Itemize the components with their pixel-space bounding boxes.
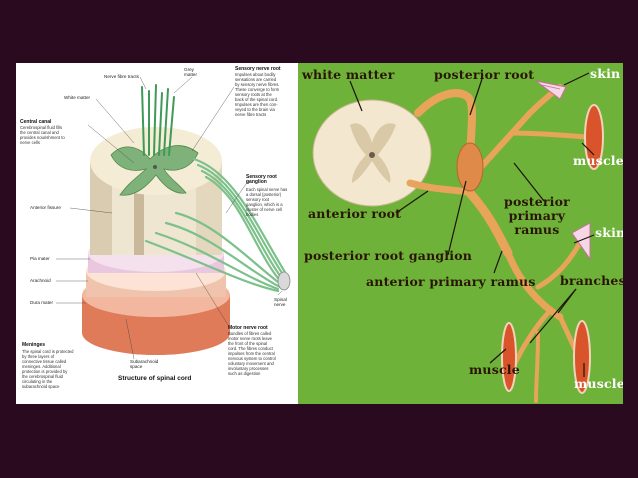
label-posterior-root: posterior root — [434, 67, 535, 82]
label-motor-nerve-root-body: Bundles of fibres called motor nerve roo… — [228, 331, 276, 376]
label-branches: branches — [560, 273, 623, 288]
spinal-cord-structure-diagram: Nerve fibre tracts Grey matter White mat… — [16, 63, 298, 404]
label-skin-top: skin — [590, 66, 621, 81]
label-meninges-body: The spinal cord is protected by three la… — [22, 349, 74, 389]
label-central-canal-body: Cerebrospinal fluid fills the central ca… — [20, 125, 65, 145]
label-nerve-fibre-tracts: Nerve fibre tracts — [104, 74, 139, 79]
label-sensory-root-ganglion-title: Sensory root ganglion — [246, 174, 277, 186]
label-grey-matter: Grey matter — [184, 67, 198, 78]
label-central-canal-title: Central canal — [20, 119, 52, 125]
label-posterior-primary-ramus: posterior primary ramus — [504, 194, 570, 237]
label-muscle-bottom-left: muscle — [469, 362, 520, 377]
spinal-nerve-illustration — [312, 72, 604, 403]
label-motor-nerve-root-title: Motor nerve root — [228, 325, 268, 331]
label-anterior-primary-ramus: anterior primary ramus — [366, 274, 536, 289]
diagram-caption: Structure of spinal cord — [118, 375, 192, 382]
spinal-nerve-branches-diagram: white matter posterior root skin muscle … — [298, 63, 623, 404]
spinal-cord-illustration — [56, 76, 291, 360]
label-anterior-fissure: Anterior fissure — [30, 205, 61, 210]
label-skin-mid: skin — [595, 225, 623, 240]
label-muscle-bottom-right: muscle — [574, 376, 623, 391]
label-white-matter: white matter — [302, 67, 395, 82]
label-subarachnoid-space: Subarachnoid space — [130, 359, 159, 370]
label-meninges-title: Meninges — [22, 342, 46, 348]
label-dura-mater: Dura mater — [30, 300, 53, 305]
label-sensory-nerve-root-title: Sensory nerve root — [235, 66, 281, 72]
label-posterior-root-ganglion: posterior root ganglion — [304, 248, 473, 263]
label-arachnoid: Arachnoid — [30, 278, 51, 283]
label-sensory-root-ganglion-body: Each spinal nerve has a dorsal (posterio… — [246, 187, 288, 217]
label-white-matter: White matter — [64, 95, 91, 100]
label-pia-mater: Pia mater — [30, 256, 50, 261]
label-anterior-root: anterior root — [308, 206, 402, 221]
label-spinal-nerve: Spinal nerve — [274, 297, 287, 308]
label-sensory-nerve-root-body: Impulses about bodily sensations are car… — [235, 72, 280, 117]
label-muscle-top: muscle — [573, 153, 623, 168]
